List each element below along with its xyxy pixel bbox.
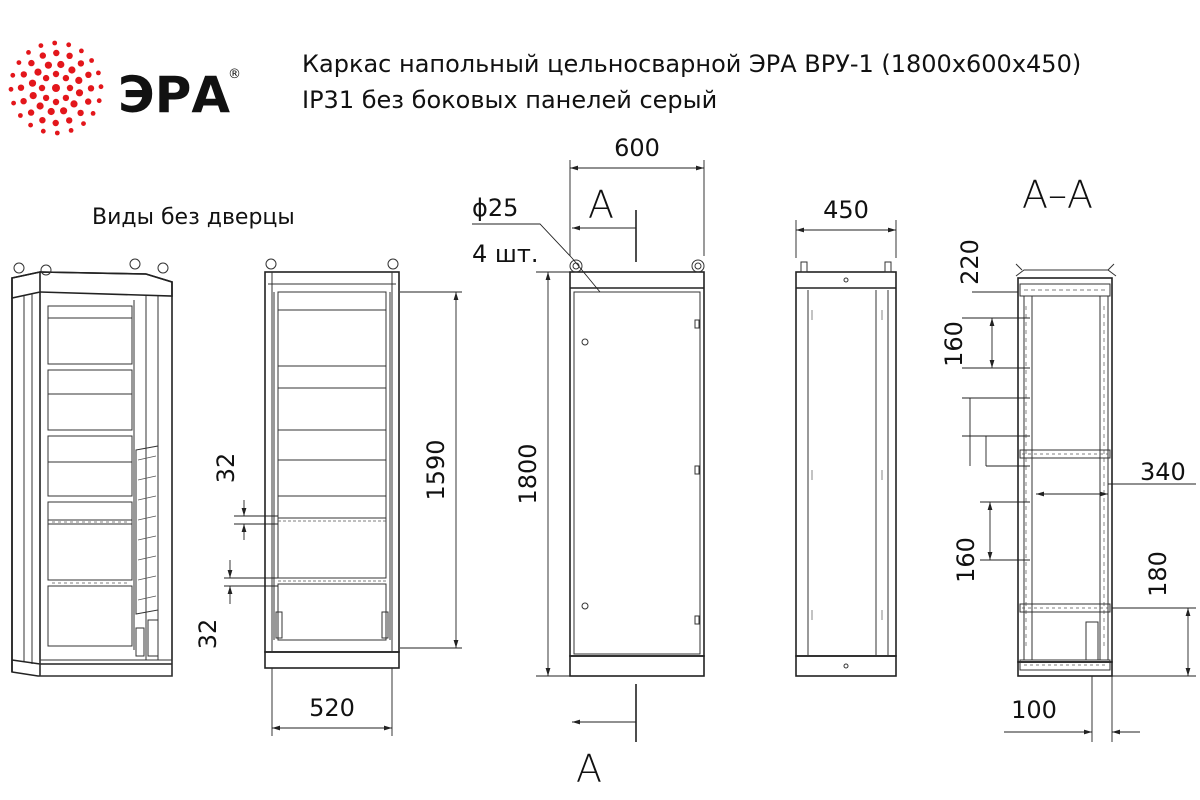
dim-section-offset: 100 [1011, 696, 1057, 724]
dim-section-gap-lower: 160 [952, 537, 980, 583]
sunburst-dot [47, 107, 55, 116]
dim-inner-width: 520 [309, 694, 355, 722]
views-label: Виды без дверцы [92, 205, 295, 230]
product-subtitle: IP31 без боковых панелей серый [302, 86, 717, 114]
dim-hole-count: 4 шт. [472, 240, 538, 268]
dim-section-bottom: 180 [1144, 551, 1172, 597]
sunburst-dot [29, 92, 37, 100]
isometric-view [11, 258, 173, 677]
sunburst-dot [10, 72, 16, 78]
sunburst-dot [87, 85, 95, 92]
sunburst-dot [60, 107, 68, 115]
sunburst-dot [75, 76, 83, 84]
sunburst-dot [39, 52, 46, 59]
sunburst-dot [52, 119, 59, 127]
sunburst-dot [52, 98, 60, 106]
registered-mark: ® [228, 67, 241, 82]
front-view-no-door: 1590 520 32 32 [194, 258, 462, 736]
front-view-door: 600 1800 ϕ25 4 шт. А А [472, 134, 705, 791]
sunburst-icon [8, 40, 104, 136]
brand-name: ЭРА [118, 66, 230, 124]
sunburst-dot [66, 117, 73, 124]
dim-hole-diameter: ϕ25 [472, 194, 518, 222]
dim-height: 1800 [514, 443, 542, 504]
sunburst-dot [57, 60, 65, 69]
sunburst-dot [18, 113, 23, 118]
sunburst-dot [28, 122, 33, 128]
sunburst-dot [98, 84, 104, 90]
section-view: А–А 220 160 340 160 [940, 173, 1196, 742]
sunburst-dot [68, 66, 76, 74]
sunburst-dot [53, 49, 60, 57]
dim-rail-gap-bottom: 32 [194, 619, 222, 650]
sunburst-dot [38, 43, 44, 48]
dim-depth: 450 [823, 196, 869, 224]
sunburst-dot [89, 58, 94, 63]
sunburst-dot [28, 59, 35, 67]
section-marker-top: А [588, 183, 614, 227]
sunburst-dot [85, 71, 92, 79]
dim-section-gap-upper: 160 [940, 321, 968, 367]
sunburst-dot [39, 117, 46, 124]
sunburst-dot [40, 128, 46, 134]
dim-section-top: 220 [956, 239, 984, 285]
sunburst-dot [54, 130, 60, 136]
sunburst-dot [11, 100, 16, 106]
sunburst-dot [79, 48, 84, 54]
sunburst-dot [77, 60, 85, 67]
sunburst-dot [20, 71, 27, 78]
sunburst-dot [96, 70, 101, 76]
sunburst-dot [85, 98, 92, 105]
sunburst-dot [62, 74, 70, 82]
sunburst-dot [16, 60, 22, 65]
sunburst-dot [52, 40, 58, 46]
side-view: 450 [795, 196, 897, 677]
sunburst-dot [44, 61, 53, 69]
dim-inner-height: 1590 [422, 439, 450, 500]
sunburst-dot [68, 127, 74, 133]
sunburst-dot [42, 94, 50, 102]
sunburst-dot [27, 109, 35, 116]
sunburst-dot [62, 94, 70, 102]
section-label: А–А [1022, 173, 1093, 217]
dim-width: 600 [614, 134, 660, 162]
brand-logo: ЭРА ® [8, 40, 241, 136]
sunburst-dot [52, 70, 60, 78]
sunburst-dot [70, 100, 78, 108]
sunburst-dot [17, 84, 25, 91]
section-marker-bottom: А [576, 747, 602, 791]
sunburst-dot [66, 84, 74, 92]
sunburst-dot [90, 111, 96, 116]
sunburst-dot [75, 89, 84, 97]
sunburst-dot [96, 98, 102, 104]
sunburst-dot [8, 86, 14, 92]
sunburst-dot [38, 84, 46, 92]
sunburst-dot [77, 109, 84, 117]
sunburst-core [52, 84, 60, 92]
sunburst-dot [36, 102, 44, 110]
product-title: Каркас напольный цельносварной ЭРА ВРУ-1… [302, 50, 1081, 78]
sunburst-dot [81, 121, 86, 126]
sunburst-dot [34, 68, 42, 76]
sunburst-dot [66, 42, 72, 48]
sunburst-dot [28, 79, 37, 87]
dim-rail-gap-top: 32 [212, 453, 240, 484]
dim-section-depth: 340 [1140, 458, 1186, 486]
sunburst-dot [20, 98, 27, 105]
sunburst-dot [26, 50, 31, 55]
sunburst-dot [42, 74, 50, 82]
sunburst-dot [66, 52, 73, 59]
